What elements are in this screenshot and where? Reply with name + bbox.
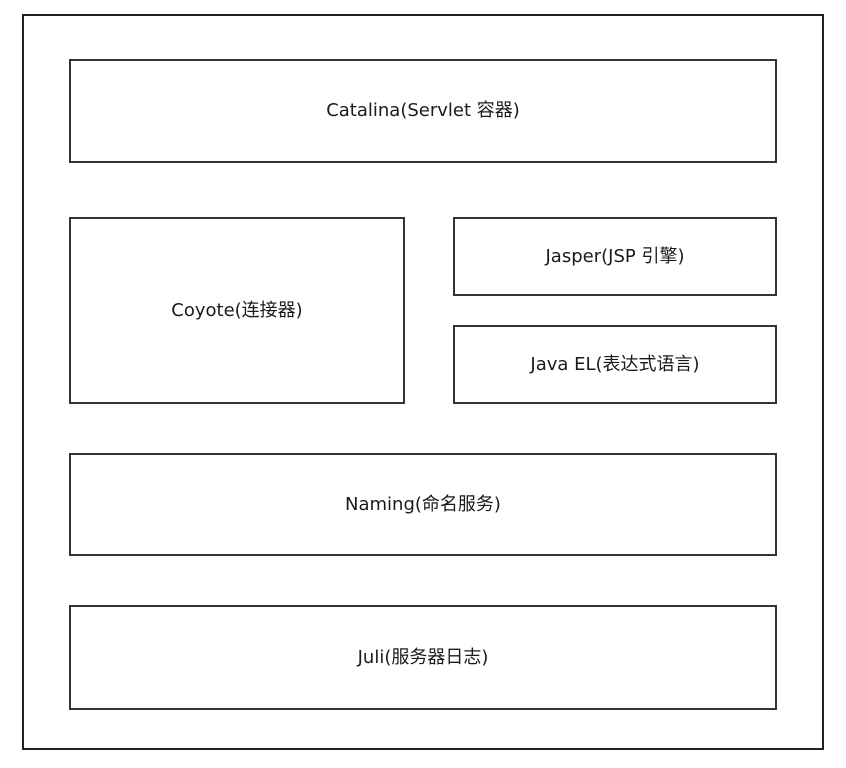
catalina-label: Catalina(Servlet 容器)	[326, 100, 520, 121]
naming-label: Naming(命名服务)	[345, 493, 501, 515]
java-el-label: Java EL(表达式语言)	[530, 353, 700, 375]
coyote-box: Coyote(连接器)	[69, 217, 405, 404]
juli-label: Juli(服务器日志)	[357, 646, 489, 668]
jasper-label: Jasper(JSP 引擎)	[545, 245, 685, 267]
java-el-box: Java EL(表达式语言)	[453, 325, 777, 404]
juli-box: Juli(服务器日志)	[69, 605, 777, 710]
jasper-box: Jasper(JSP 引擎)	[453, 217, 777, 296]
coyote-label: Coyote(连接器)	[171, 299, 303, 321]
naming-box: Naming(命名服务)	[69, 453, 777, 556]
catalina-box: Catalina(Servlet 容器)	[69, 59, 777, 163]
